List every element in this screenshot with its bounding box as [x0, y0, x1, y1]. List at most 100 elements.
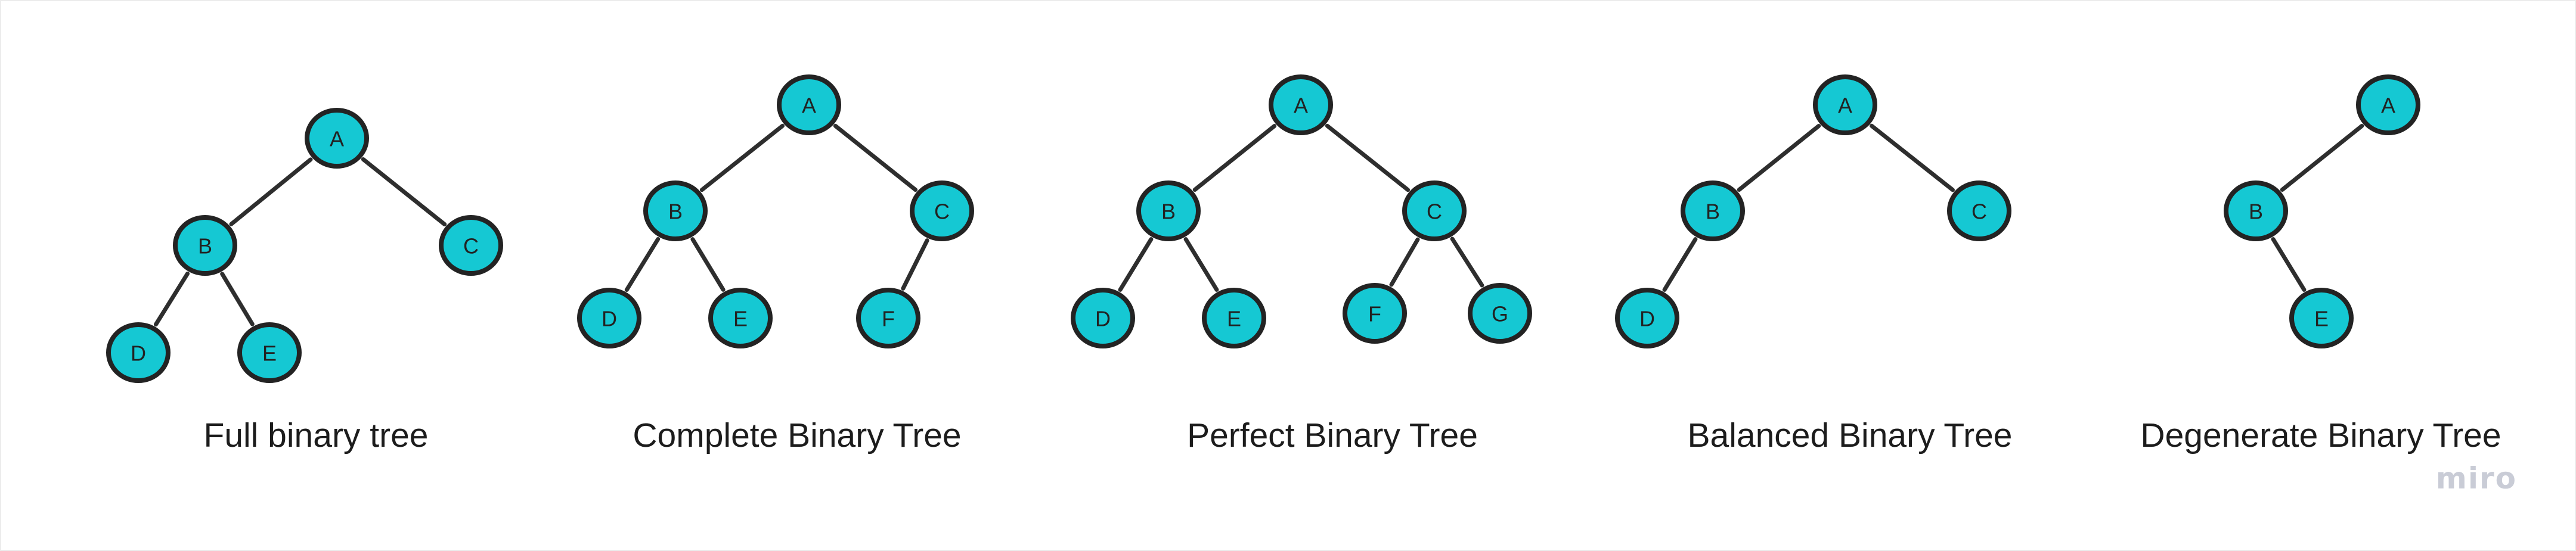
nodes-layer: A B C D E A B C D E F A B C D E F G A B C D A B E — [106, 74, 2420, 383]
tree-5-title: Degenerate Binary Tree — [2140, 416, 2501, 455]
node-label: A — [1294, 94, 1308, 118]
node-circle — [2224, 180, 2288, 241]
node-circle — [643, 180, 708, 241]
node-circle — [106, 322, 171, 383]
tree-3-edge-b-e — [1183, 237, 1219, 292]
tree-1-node-b: B — [173, 215, 237, 276]
tree-1-edge-b-d — [153, 271, 190, 327]
tree-4-edge-a-c — [1870, 123, 1955, 192]
tree-5-edge-a-b — [2280, 124, 2364, 192]
tree-1-edge-a-b — [229, 157, 313, 226]
node-circle — [1136, 180, 1201, 241]
tree-4-node-a: A — [1813, 74, 1877, 135]
node-label: C — [934, 200, 950, 224]
tree-1-node-e: E — [237, 322, 302, 383]
tree-1-edge-a-c — [361, 157, 447, 227]
node-label: E — [733, 307, 748, 331]
node-label: F — [1368, 302, 1381, 326]
tree-2-edge-c-f — [901, 238, 929, 291]
node-circle — [1681, 180, 1745, 241]
tree-3-edge-c-f — [1389, 237, 1420, 287]
node-label: F — [882, 307, 895, 331]
tree-1-title: Full binary tree — [204, 416, 429, 455]
tree-1-edge-b-e — [220, 272, 255, 326]
node-circle — [910, 180, 974, 241]
node-circle — [577, 288, 641, 348]
tree-3-node-b: B — [1136, 180, 1201, 241]
edges-layer — [153, 123, 2364, 327]
node-circle — [1071, 288, 1135, 348]
tree-3-edge-a-c — [1325, 123, 1411, 192]
node-label: A — [1838, 94, 1852, 118]
tree-2-node-c: C — [910, 180, 974, 241]
tree-2-edge-b-e — [690, 237, 726, 292]
node-label: B — [1161, 200, 1176, 224]
node-label: B — [668, 200, 683, 224]
tree-2-node-a: A — [777, 74, 841, 135]
tree-5-node-a: A — [2356, 74, 2420, 135]
node-label: B — [198, 234, 212, 259]
node-label: D — [131, 341, 146, 366]
tree-2-node-d: D — [577, 288, 641, 348]
node-circle — [1269, 74, 1333, 135]
node-label: G — [1492, 302, 1508, 326]
node-label: B — [1706, 200, 1720, 224]
miro-watermark: miro — [2436, 461, 2517, 496]
node-label: D — [1095, 307, 1111, 331]
node-circle — [439, 215, 503, 276]
node-label: D — [1639, 307, 1655, 331]
tree-5-node-b: B — [2224, 180, 2288, 241]
tree-2-node-f: F — [856, 288, 920, 348]
node-circle — [1947, 180, 2011, 241]
node-label: A — [330, 127, 344, 151]
node-label: A — [2381, 94, 2395, 118]
tree-4-node-c: C — [1947, 180, 2011, 241]
tree-4-edge-b-d — [1662, 237, 1698, 292]
tree-3-title: Perfect Binary Tree — [1187, 416, 1478, 455]
node-circle — [1813, 74, 1877, 135]
tree-2-node-b: B — [643, 180, 708, 241]
tree-5-node-e: E — [2289, 288, 2354, 348]
tree-3-edge-c-g — [1450, 236, 1484, 288]
node-label: C — [1427, 200, 1442, 224]
node-circle — [777, 74, 841, 135]
tree-1-node-a: A — [305, 108, 369, 169]
node-circle — [1615, 288, 1679, 348]
tree-4-node-b: B — [1681, 180, 1745, 241]
node-label: A — [802, 94, 816, 118]
tree-2-title: Complete Binary Tree — [633, 416, 961, 455]
node-circle — [305, 108, 369, 169]
tree-1-node-d: D — [106, 322, 171, 383]
node-circle — [1468, 283, 1532, 344]
tree-3-node-g: G — [1468, 283, 1532, 344]
node-circle — [1202, 288, 1266, 348]
tree-5-edge-b-e — [2271, 237, 2307, 292]
tree-3-edge-a-b — [1192, 124, 1277, 192]
tree-3-node-d: D — [1071, 288, 1135, 348]
tree-2-edge-a-b — [699, 123, 785, 192]
node-circle — [856, 288, 920, 348]
node-circle — [708, 288, 773, 348]
node-circle — [1402, 180, 1467, 241]
tree-3-node-c: C — [1402, 180, 1467, 241]
titles-layer: Full binary tree Complete Binary Tree Perf… — [204, 416, 2501, 455]
tree-2-node-e: E — [708, 288, 773, 348]
tree-3-node-f: F — [1343, 283, 1407, 344]
node-circle — [2289, 288, 2354, 348]
node-circle — [173, 215, 237, 276]
tree-3-node-e: E — [1202, 288, 1266, 348]
node-label: D — [602, 307, 617, 331]
tree-4-edge-a-b — [1737, 124, 1821, 192]
node-circle — [1343, 283, 1407, 344]
tree-3-node-a: A — [1269, 74, 1333, 135]
node-label: B — [2249, 200, 2263, 224]
tree-3-edge-b-d — [1118, 237, 1154, 292]
tree-2-edge-a-c — [833, 123, 918, 192]
node-label: E — [2314, 307, 2329, 331]
tree-1-node-c: C — [439, 215, 503, 276]
node-circle — [237, 322, 302, 383]
node-circle — [2356, 74, 2420, 135]
